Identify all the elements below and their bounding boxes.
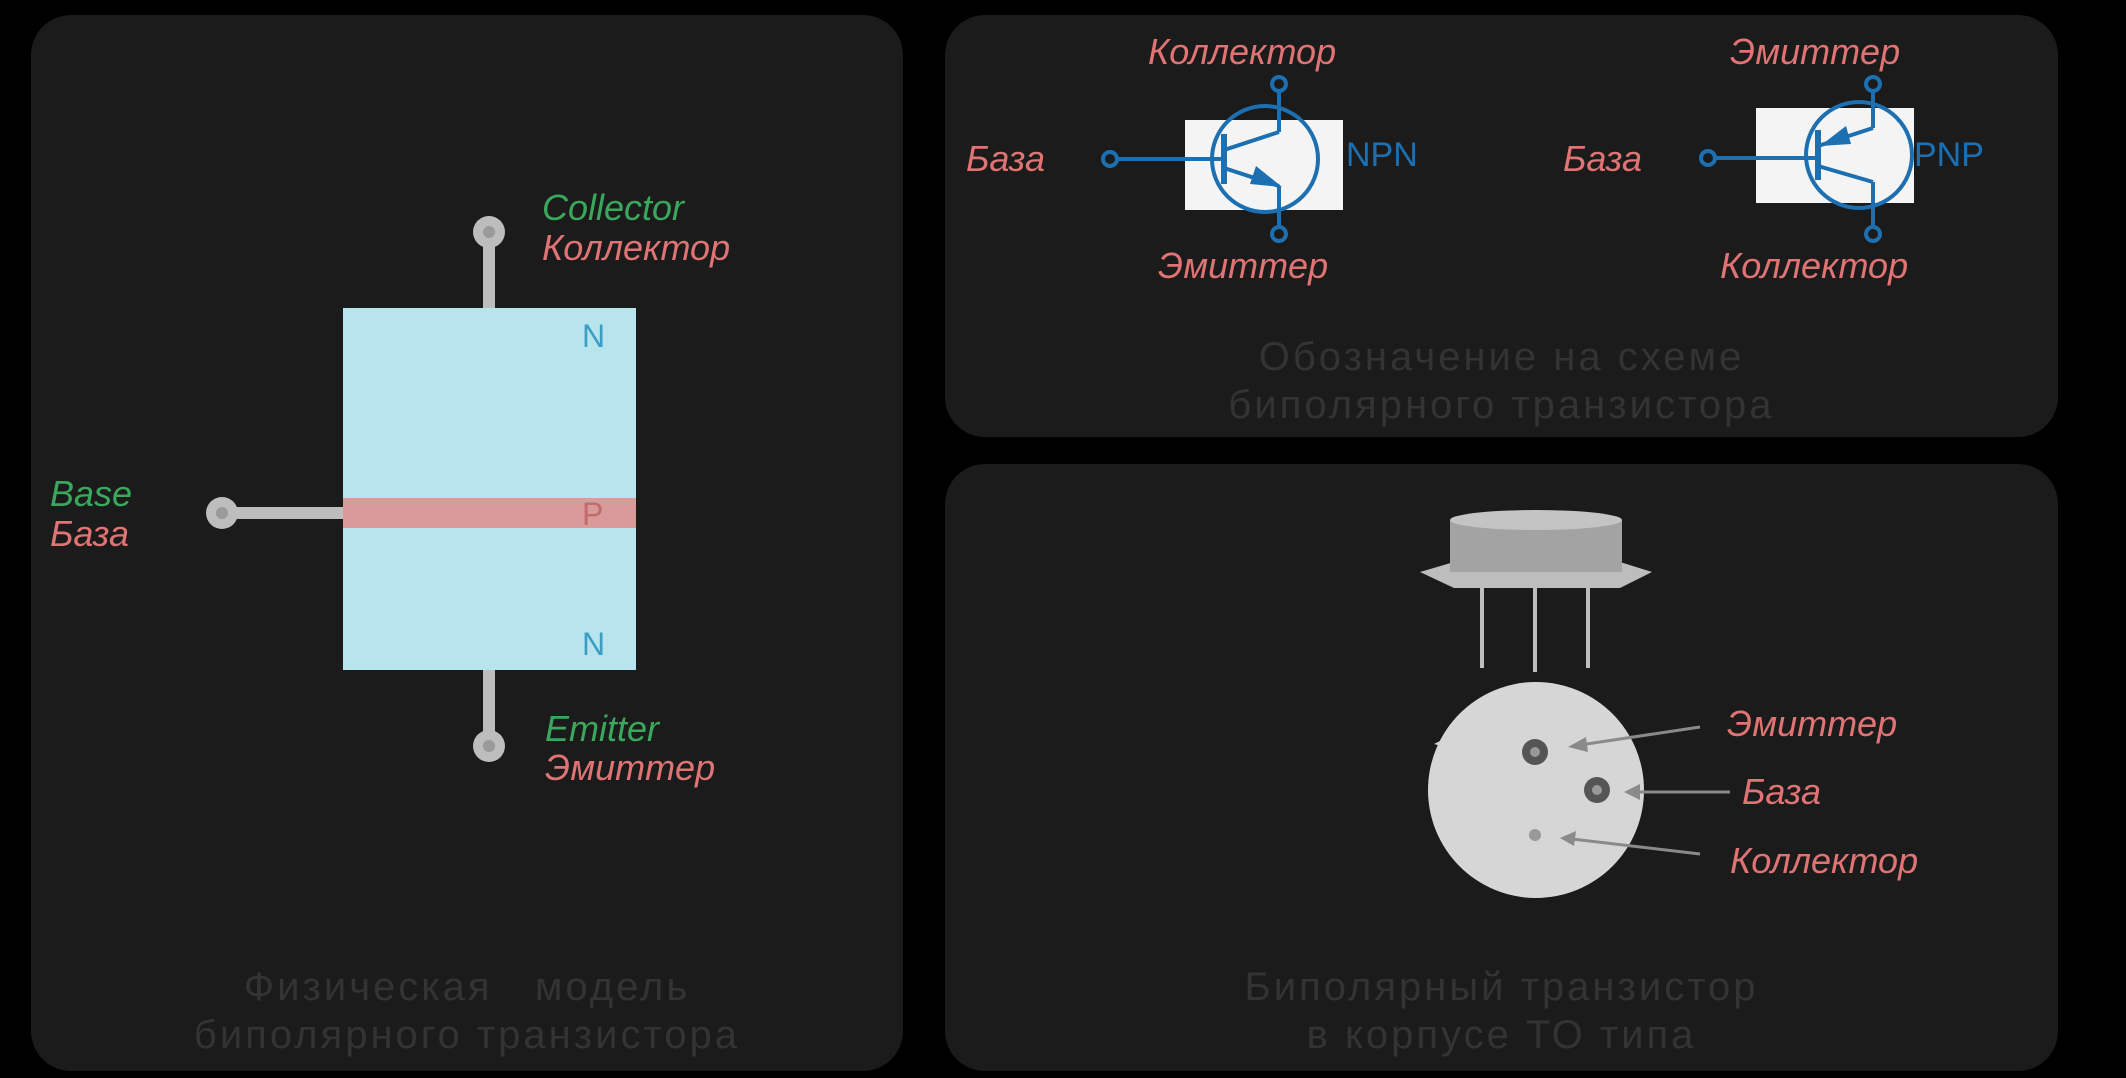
base-pointer-head [1624, 784, 1640, 800]
emitter-pointer-head [1568, 737, 1588, 752]
collector-pointer [1571, 837, 1701, 856]
pnp-collector-label: Коллектор [1720, 245, 1909, 286]
npn-collector-line [1223, 130, 1280, 152]
pnp-top-terminal [1864, 75, 1882, 93]
collector-lead [483, 232, 495, 312]
pnp-circle [1804, 100, 1914, 210]
base-lead [222, 507, 344, 519]
symbols-caption: Обозначение на схеме биполярного транзис… [945, 333, 2058, 429]
npn-top-terminal [1270, 75, 1288, 93]
base-label-en: Base [50, 473, 133, 514]
n-layer-bottom-label: N [582, 626, 606, 662]
npn-type-label: NPN [1346, 136, 1418, 174]
physical-caption-line2: биполярного транзистора [193, 1013, 741, 1057]
emitter-pin-hole [1530, 747, 1540, 757]
collector-terminal-hole [483, 226, 495, 238]
base-label-ru: База [50, 513, 130, 554]
emitter-label-en: Emitter [545, 708, 660, 749]
pnp-base-label: База [1563, 138, 1643, 179]
npn-circle [1210, 104, 1320, 214]
pnp-emitter-label: Эмиттер [1730, 31, 1901, 72]
physical-caption-line1: Физическая модель [243, 965, 691, 1009]
npn-base-terminal [1101, 150, 1119, 168]
npn-base-label: База [966, 138, 1046, 179]
collector-label-ru: Коллектор [542, 227, 731, 268]
npn-emitter-arrow [1250, 166, 1282, 187]
package-emitter-label: Эмиттер [1727, 703, 1898, 744]
emitter-pointer [1579, 725, 1701, 747]
npn-collector-label: Коллектор [1148, 31, 1337, 72]
emitter-label-ru: Эмиттер [545, 747, 716, 788]
package-caption-line1: Биполярный транзистор [1244, 965, 1759, 1009]
pnp-bottom-terminal [1864, 225, 1882, 243]
emitter-terminal-hole [483, 740, 495, 752]
pnp-collector-line [1817, 164, 1874, 184]
to-package-side-view [1420, 510, 1652, 672]
physical-transistor-model [206, 216, 636, 762]
symbols-caption-line1: Обозначение на схеме [1258, 335, 1745, 379]
npn-emitter-label: Эмиттер [1158, 245, 1329, 286]
pnp-type-label: PNP [1914, 136, 1984, 174]
package-can-top [1450, 510, 1622, 530]
emitter-lead [483, 666, 495, 746]
package-collector-label: Коллектор [1730, 840, 1919, 881]
to-package-bottom-view [1428, 682, 1730, 898]
collector-pin [1529, 829, 1541, 841]
base-pin-hole [1592, 785, 1602, 795]
pnp-symbol-box [1756, 108, 1914, 203]
package-base-label: База [1742, 771, 1822, 812]
package-base-disk [1428, 682, 1644, 898]
p-layer-label: P [582, 496, 604, 532]
n-region [343, 308, 636, 670]
package-caption-line2: в корпусе ТО типа [1306, 1013, 1697, 1057]
physical-model-caption: Физическая модель биполярного транзистор… [31, 963, 903, 1059]
pnp-symbol [1699, 75, 1914, 243]
pnp-emitter-arrow [1820, 126, 1851, 146]
symbols-caption-line2: биполярного транзистора [1228, 383, 1775, 427]
base-terminal-hole [216, 507, 228, 519]
package-caption: Биполярный транзистор в корпусе ТО типа [945, 963, 2058, 1059]
collector-label-en: Collector [542, 187, 685, 228]
npn-bottom-terminal [1270, 225, 1288, 243]
n-layer-top-label: N [582, 318, 606, 354]
npn-symbol [1101, 75, 1343, 243]
p-region [343, 498, 636, 528]
collector-pointer-head [1560, 831, 1576, 846]
pnp-base-terminal [1699, 149, 1717, 167]
